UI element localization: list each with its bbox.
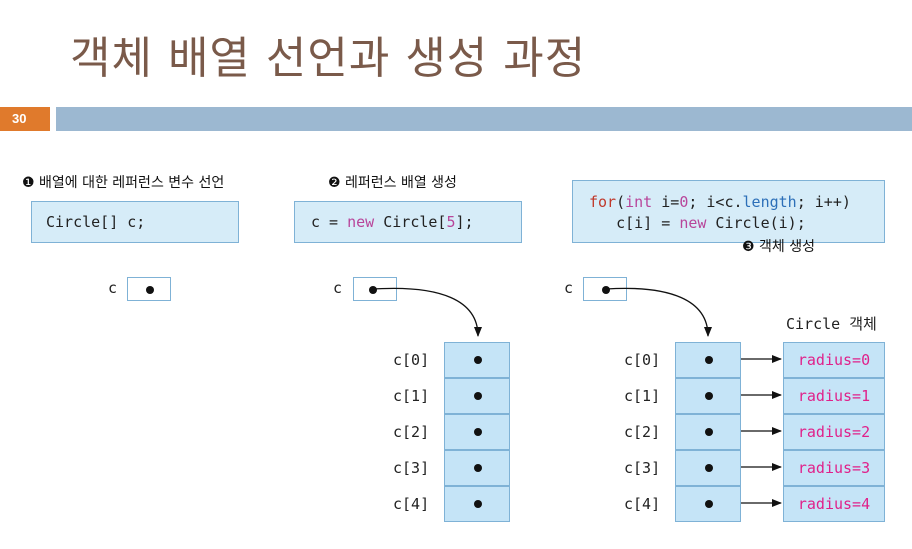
index-label: c[1] [393, 387, 430, 405]
slide-number: 30 [0, 107, 50, 131]
array-cell [444, 450, 510, 486]
array-ref-arrow-2 [373, 287, 482, 337]
array-ref-arrow-3 [605, 287, 712, 337]
array-cell [675, 414, 741, 450]
code-loop: for(int i=0; i<c.length; i++) [589, 193, 851, 211]
ref-dot [474, 464, 482, 472]
step1-label: ❶ 배열에 대한 레퍼런스 변수 선언 [22, 175, 225, 191]
var-box-2 [353, 277, 397, 301]
var-box-1 [127, 277, 171, 301]
ref-dot [474, 356, 482, 364]
index-label: c[3] [393, 459, 430, 477]
array-cell [444, 378, 510, 414]
ref-dot [705, 428, 713, 436]
array-cell [444, 342, 510, 378]
array-cell [675, 342, 741, 378]
array-cell [675, 486, 741, 522]
circle-object: radius=3 [783, 450, 885, 486]
ref-dot [474, 392, 482, 400]
var-box-3 [583, 277, 627, 301]
var-label-2: c [333, 279, 343, 297]
ref-dot [369, 286, 377, 294]
ref-dot [474, 428, 482, 436]
ref-dot [705, 392, 713, 400]
ref-dot [705, 464, 713, 472]
circle-object: radius=2 [783, 414, 885, 450]
array-cell [675, 450, 741, 486]
index-label: c[4] [624, 495, 661, 513]
code-box-loop: for(int i=0; i<c.length; i++) c[i] = new… [572, 180, 885, 243]
index-label: c[1] [624, 387, 661, 405]
circle-object: radius=1 [783, 378, 885, 414]
slide-title: 객체 배열 선언과 생성 과정 [70, 33, 587, 84]
step2-label: ❷ 레퍼런스 배열 생성 [328, 175, 457, 191]
object-header: Circle 객체 [786, 315, 877, 333]
var-label-1: c [108, 279, 118, 297]
ref-dot [146, 286, 154, 294]
index-label: c[0] [624, 351, 661, 369]
array-cell [675, 378, 741, 414]
array-cell [444, 486, 510, 522]
code-box-declare: Circle[] c; [31, 201, 239, 243]
ref-dot [705, 356, 713, 364]
code-box-create: c = new Circle[5]; [294, 201, 522, 243]
ref-dot [602, 286, 610, 294]
circle-object: radius=4 [783, 486, 885, 522]
code-declare: Circle[] c; [46, 213, 146, 231]
index-label: c[2] [393, 423, 430, 441]
index-label: c[3] [624, 459, 661, 477]
header-bar [56, 107, 912, 131]
var-label-3: c [564, 279, 574, 297]
code-loop-body: c[i] = new Circle(i); [589, 214, 806, 232]
code-create: c = new Circle[5]; [311, 213, 474, 231]
ref-dot [474, 500, 482, 508]
array-cell [444, 414, 510, 450]
circle-object: radius=0 [783, 342, 885, 378]
ref-dot [705, 500, 713, 508]
index-label: c[4] [393, 495, 430, 513]
step3-label: ❸ 객체 생성 [742, 239, 815, 255]
index-label: c[2] [624, 423, 661, 441]
index-label: c[0] [393, 351, 430, 369]
